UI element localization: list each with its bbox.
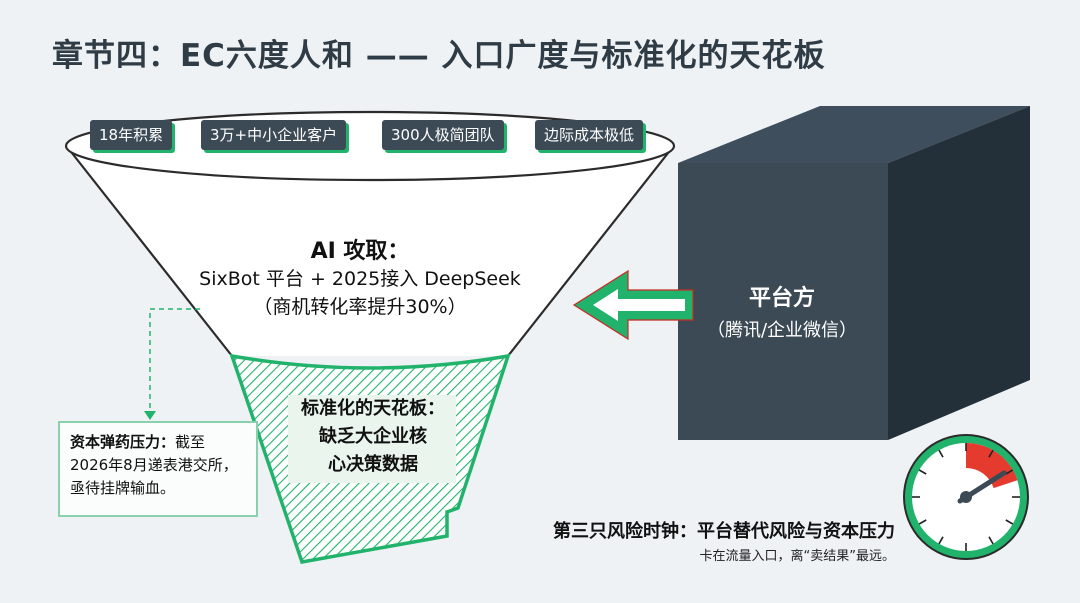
ai-line-2: （商机转化率提升30%） xyxy=(253,296,467,318)
tag-marginal-cost: 边际成本极低 xyxy=(535,120,644,150)
ceiling-line-1: 标准化的天花板： xyxy=(301,398,445,419)
platform-name: 平台方 xyxy=(748,286,815,311)
clock-danger-zone xyxy=(966,442,1018,489)
cube-top xyxy=(678,106,1030,163)
ceiling-line-3: 心决策数据 xyxy=(328,454,418,475)
cube-front xyxy=(678,163,888,440)
funnel-body xyxy=(68,148,672,356)
funnel-left-edge xyxy=(67,147,233,357)
ai-title: AI 攻取： xyxy=(310,239,410,264)
slide-title: 章节四：EC六度人和 —— 入口广度与标准化的天花板 xyxy=(52,38,826,74)
tag-lean-team: 300人极简团队 xyxy=(382,120,504,150)
capital-text-2: 2026年8月递表港交所， xyxy=(70,456,238,474)
ceiling-line-2: 缺乏大企业核 xyxy=(319,426,427,447)
capital-text-3: 亟待挂牌输血。 xyxy=(70,479,176,497)
funnel-right-edge xyxy=(507,147,673,357)
platform-subtitle: （腾讯/企业微信） xyxy=(706,320,858,341)
capital-bold-label: 资本弹药压力： xyxy=(70,433,176,451)
tag-sme-customers: 3万+中小企业客户 xyxy=(201,120,347,150)
tag-accumulation: 18年积累 xyxy=(90,120,173,150)
risk-subtitle: 卡在流量入口，离“卖结果”最远。 xyxy=(699,549,895,564)
connector-arrowhead xyxy=(144,411,156,420)
capital-pressure-box: 资本弹药压力：截至 2026年8月递表港交所， 亟待挂牌输血。 xyxy=(58,421,258,517)
cube-side xyxy=(888,106,1030,440)
risk-clock xyxy=(903,434,1029,560)
risk-title: 第三只风险时钟：平台替代风险与资本压力 xyxy=(553,521,895,542)
ceiling-label-backdrop xyxy=(288,395,456,483)
ceiling-label: 标准化的天花板： 缺乏大企业核 心决策数据 xyxy=(283,395,463,479)
dashed-connector xyxy=(149,308,200,413)
ai-line-1: SixBot 平台 + 2025接入 DeepSeek xyxy=(199,268,521,290)
green-arrow-inner xyxy=(593,289,685,321)
capital-text-1: 截至 xyxy=(175,433,206,451)
